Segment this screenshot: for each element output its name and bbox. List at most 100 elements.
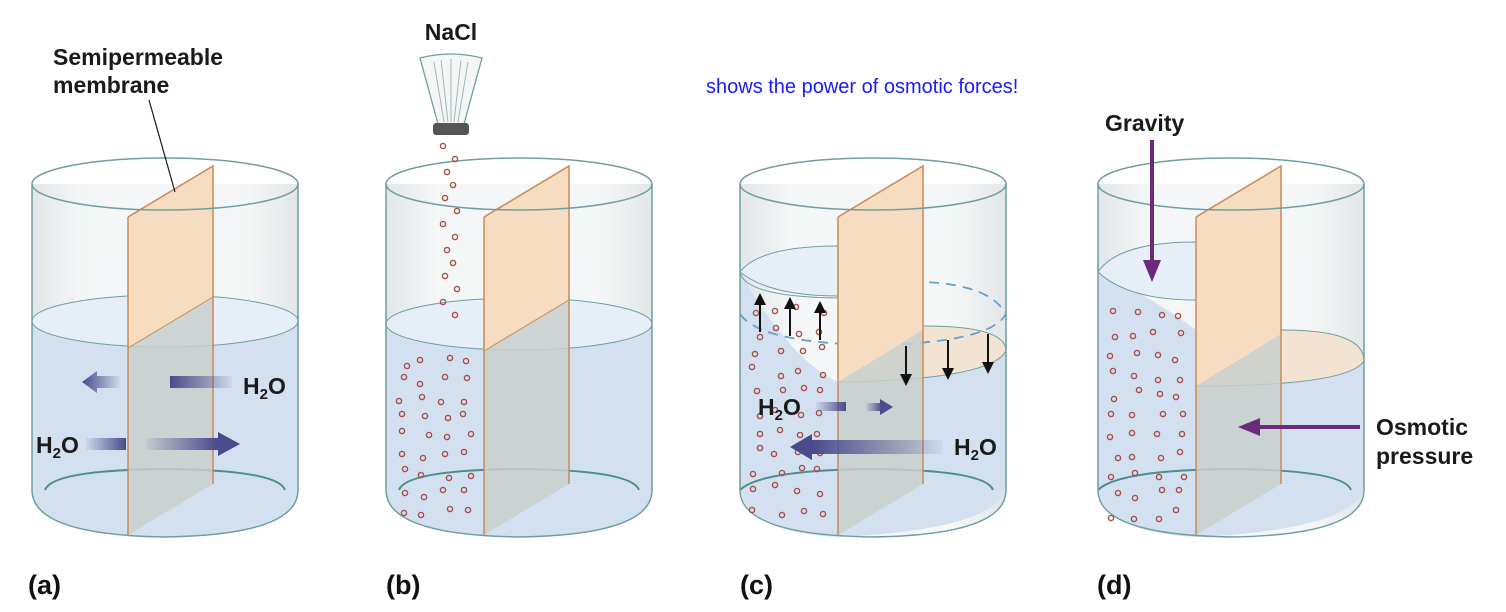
salt-particle [1155, 515, 1163, 523]
salt-particle [771, 406, 779, 414]
fall-arrows [900, 334, 994, 386]
salt-particle [777, 347, 785, 355]
salt-particle [797, 411, 805, 419]
salt-particle [462, 357, 470, 365]
salt-particle [420, 493, 428, 501]
salt-particle [1106, 433, 1114, 441]
salt-particle [443, 433, 451, 441]
salt-particle [756, 333, 764, 341]
salt-particle [421, 412, 429, 420]
salt-particle [441, 450, 449, 458]
caption-d: (d) [1097, 570, 1131, 600]
water-arrow-left-a [82, 371, 120, 393]
salt-particle [467, 472, 475, 480]
salt-particle [439, 298, 447, 306]
salt-particle [1155, 473, 1163, 481]
membrane-a [128, 166, 213, 348]
membrane-c [838, 166, 923, 382]
osmotic-label-line1: Osmotic [1376, 414, 1468, 440]
salt-particle [449, 259, 457, 267]
solute-label: NaCl [425, 19, 477, 45]
salt-particle [1131, 469, 1139, 477]
salt-particle [753, 387, 761, 395]
salt-particle [778, 511, 786, 519]
salt-particles-d [1106, 307, 1188, 523]
membrane-pointer-line [148, 99, 176, 193]
salt-particle [441, 373, 449, 381]
salt-particle [770, 450, 778, 458]
salt-particle [800, 507, 808, 515]
salt-particle [1159, 410, 1167, 418]
salt-particle [1111, 333, 1119, 341]
salt-particle [756, 430, 764, 438]
salt-particle [813, 465, 821, 473]
salt-particle [1178, 430, 1186, 438]
salt-particle [1153, 430, 1161, 438]
beaker-d [1097, 157, 1365, 538]
salt-particle [1109, 307, 1117, 315]
salt-particle [453, 207, 461, 215]
salt-particle [816, 490, 824, 498]
salt-particle [445, 474, 453, 482]
salt-particle [416, 356, 424, 364]
salt-particle [1158, 311, 1166, 319]
salt-particle [1149, 328, 1157, 336]
salt-particle [459, 410, 467, 418]
salt-particle [446, 505, 454, 513]
salt-particle [1114, 489, 1122, 497]
salt-particle [1131, 494, 1139, 502]
salt-particle [425, 431, 433, 439]
salt-particle [771, 307, 779, 315]
salt-particle [464, 506, 472, 514]
salt-particle [451, 311, 459, 319]
salt-particle [1107, 473, 1115, 481]
salt-particle [1179, 410, 1187, 418]
salt-particle [460, 448, 468, 456]
salt-particle [749, 470, 757, 478]
salt-particle [417, 511, 425, 519]
salt-particle [1106, 352, 1114, 360]
salt-particle [1133, 349, 1141, 357]
beaker-b [385, 157, 653, 538]
salt-particles-b [395, 354, 475, 519]
salt-particle [752, 309, 760, 317]
salt-particle [403, 362, 411, 370]
osmotic-pressure-arrow [1238, 418, 1360, 436]
salt-particle [798, 464, 806, 472]
beaker-a [31, 157, 299, 538]
salt-particle [819, 510, 827, 518]
salt-particle [799, 347, 807, 355]
salt-particle [1135, 386, 1143, 394]
salt-particle [443, 246, 451, 254]
salt-particle [1172, 506, 1180, 514]
caption-b: (b) [386, 570, 420, 600]
membrane-d [1196, 166, 1281, 386]
membrane-label-line1: Semipermeable [53, 44, 223, 70]
salt-particle [460, 398, 468, 406]
water-arrow-large-c [812, 440, 942, 454]
salt-particle [793, 487, 801, 495]
salt-particle [1172, 393, 1180, 401]
salt-particle [749, 485, 757, 493]
salt-particle [453, 285, 461, 293]
beaker-c [739, 157, 1008, 538]
salt-particle [439, 142, 447, 150]
water-label-c1: H2O [758, 394, 801, 424]
salt-particle [1157, 454, 1165, 462]
salt-particle [443, 168, 451, 176]
caption-c: (c) [740, 570, 773, 600]
salt-particle [400, 373, 408, 381]
salt-particle [401, 489, 409, 497]
salt-particle [400, 509, 408, 517]
salt-particle [751, 350, 759, 358]
salt-particle [1110, 395, 1118, 403]
salt-particle [748, 506, 756, 514]
salt-particle [813, 430, 821, 438]
water-label-a2: H2O [36, 432, 79, 462]
salt-particle [795, 330, 803, 338]
salt-particle [1130, 515, 1138, 523]
salt-particle [794, 367, 802, 375]
salt-particle [1130, 372, 1138, 380]
salt-particle [398, 410, 406, 418]
